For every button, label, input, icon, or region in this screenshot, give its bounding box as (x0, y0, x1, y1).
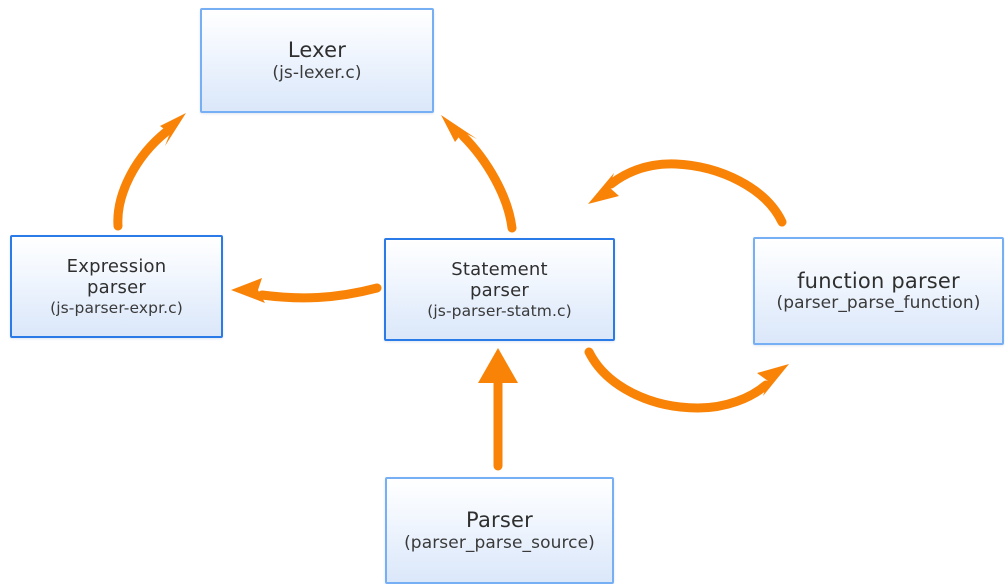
node-expression-parser-title-line1: Expression (66, 256, 167, 278)
node-expression-parser[interactable]: Expression parser (js-parser-expr.c) (10, 235, 223, 338)
node-parser[interactable]: Parser (parser_parse_source) (385, 477, 614, 584)
node-lexer[interactable]: Lexer (js-lexer.c) (200, 8, 434, 113)
node-expression-parser-title-line2: parser (87, 277, 146, 299)
edge-function-to-statement (588, 159, 787, 227)
edge-statement-to-expression (231, 278, 382, 303)
node-statement-parser-title-line1: Statement (451, 259, 548, 281)
node-parser-subtitle: (parser_parse_source) (404, 532, 595, 553)
edge-statement-to-lexer (441, 115, 517, 233)
node-statement-parser-subtitle: (js-parser-statm.c) (427, 301, 572, 320)
node-function-parser-subtitle: (parser_parse_function) (776, 293, 981, 314)
node-statement-parser[interactable]: Statement parser (js-parser-statm.c) (384, 238, 615, 341)
node-function-parser[interactable]: function parser (parser_parse_function) (753, 237, 1004, 345)
node-function-parser-title: function parser (797, 268, 960, 293)
node-statement-parser-title-line2: parser (470, 280, 529, 302)
edge-expression-to-lexer (113, 113, 186, 231)
node-lexer-title: Lexer (287, 38, 347, 63)
node-lexer-subtitle: (js-lexer.c) (272, 62, 362, 83)
node-expression-parser-subtitle: (js-parser-expr.c) (50, 298, 183, 317)
edge-parser-to-statement (478, 348, 518, 471)
node-parser-title: Parser (466, 508, 533, 533)
edge-statement-to-function (584, 347, 789, 413)
